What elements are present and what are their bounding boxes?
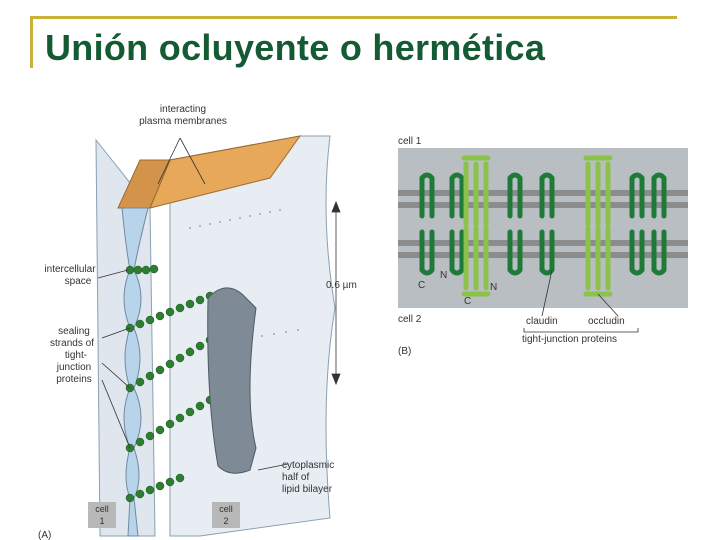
- label-c2: C: [464, 296, 471, 307]
- label-cell1-b: cell 1: [398, 136, 422, 147]
- label-cell2-a: cell: [219, 504, 233, 514]
- label-intercellular-1: intercellular: [44, 264, 96, 275]
- label-scale: 0.6 µm: [326, 280, 357, 291]
- label-sealing-1: sealing: [58, 326, 90, 337]
- label-sealing-4: junction: [56, 362, 91, 373]
- pointer-lines: [97, 137, 341, 471]
- label-claudin: claudin: [526, 316, 558, 327]
- label-interacting-1: interacting: [160, 104, 206, 115]
- claudins-upper: [419, 172, 667, 219]
- membrane-particles: [189, 209, 299, 349]
- cytoplasmic-half-lipid-bilayer: [207, 287, 257, 474]
- label-sealing-3: tight-: [65, 350, 87, 361]
- label-cell2-b: 2: [223, 516, 228, 526]
- label-cell1-a: cell: [95, 504, 109, 514]
- claudins-lower: [419, 229, 667, 276]
- frame-left-rule: [30, 16, 33, 68]
- panel-a-letter: (A): [38, 530, 51, 540]
- label-sealing-5: proteins: [56, 374, 92, 385]
- label-tight-junction-proteins: tight-junction proteins: [522, 334, 617, 345]
- diagram-panel-a: interacting plasma membranes intercellul…: [38, 104, 357, 540]
- cell1-tag: [88, 502, 116, 528]
- label-sealing-2: strands of: [50, 338, 94, 349]
- label-interacting-2: plasma membranes: [139, 116, 227, 127]
- label-c1: C: [418, 280, 425, 291]
- label-n2: N: [490, 282, 497, 293]
- pointer-lines-b: [523, 269, 639, 333]
- diagram-panel-b: cell 1 cell 2 N C C N claudin occludin t…: [398, 136, 688, 357]
- panel-b-letter: (B): [398, 346, 411, 357]
- cell2-tag: [212, 502, 240, 528]
- slide-title: Unión ocluyente o hermética: [45, 27, 546, 68]
- frame-top-rule: [30, 16, 677, 19]
- intercellular-space: [121, 207, 149, 537]
- label-cyto-2: half of: [282, 472, 309, 483]
- label-cell2-b: cell 2: [398, 314, 422, 325]
- panel-b-background: [398, 148, 688, 308]
- occludins: [461, 155, 613, 297]
- label-cyto-3: lipid bilayer: [282, 484, 333, 495]
- label-cell1-b: 1: [99, 516, 104, 526]
- label-occludin: occludin: [588, 316, 625, 327]
- label-n1: N: [440, 270, 447, 281]
- label-cyto-1: cytoplasmic: [282, 460, 334, 471]
- label-intercellular-2: space: [65, 276, 92, 287]
